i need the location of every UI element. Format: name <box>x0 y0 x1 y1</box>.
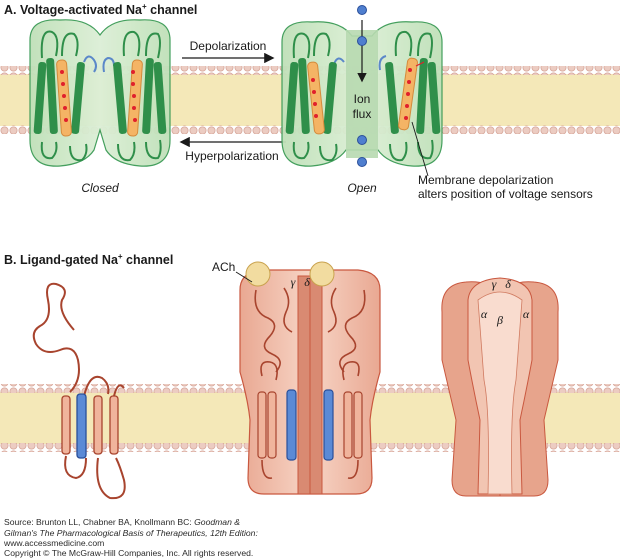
svg-text:Source: Brunton LL, Chabner BA: Source: Brunton LL, Chabner BA, Knollman… <box>4 517 240 527</box>
svg-text:A. Voltage-activated Na+ chann: A. Voltage-activated Na+ channel <box>4 2 197 17</box>
depolarization-label: Depolarization <box>190 39 267 53</box>
sodium-ion <box>357 5 367 15</box>
subunit-topology <box>32 282 126 500</box>
callout-line-1: Membrane depolarization <box>418 173 553 187</box>
svg-text:Gilman's The Pharmacological B: Gilman's The Pharmacological Basis of Th… <box>4 528 258 538</box>
delta-label-pentamer: δ <box>505 277 511 291</box>
panel-a-title: A. Voltage-activated Na+ channel <box>4 2 197 17</box>
closed-channel <box>29 19 171 167</box>
source-citation: Source: Brunton LL, Chabner BA, Knollman… <box>3 517 258 558</box>
svg-text:www.accessmedicine.com: www.accessmedicine.com <box>3 538 104 548</box>
delta-label: δ <box>304 275 310 289</box>
receptor-cutaway <box>239 261 381 495</box>
ach-ligand <box>309 261 335 287</box>
gamma-label: γ <box>291 275 296 289</box>
ach-pointer <box>235 271 253 283</box>
svg-text:Copyright © The McGraw-Hill Co: Copyright © The McGraw-Hill Companies, I… <box>4 548 253 558</box>
open-label: Open <box>347 181 377 195</box>
sodium-ion <box>357 157 367 167</box>
svg-text:B. Ligand-gated Na+ channel: B. Ligand-gated Na+ channel <box>4 252 173 267</box>
closed-label: Closed <box>81 181 119 195</box>
ach-ligand <box>245 261 271 287</box>
alpha-label-left: α <box>481 307 488 321</box>
callout-line <box>411 121 429 177</box>
alpha-label-right: α <box>523 307 530 321</box>
sodium-ion <box>357 36 367 46</box>
hyperpolarization-label: Hyperpolarization <box>185 149 278 163</box>
ion-label: Ion <box>354 92 371 106</box>
sodium-ion <box>357 135 367 145</box>
callout-line-2: alters position of voltage sensors <box>418 187 593 201</box>
open-channel <box>281 21 443 167</box>
panel-b-title: B. Ligand-gated Na+ channel <box>4 252 173 267</box>
gamma-label-pentamer: γ <box>492 277 497 291</box>
receptor-pentamer <box>441 277 559 497</box>
ion-flux <box>357 5 367 167</box>
flux-label: flux <box>353 107 372 121</box>
ach-label: ACh <box>212 260 235 274</box>
beta-label: β <box>496 313 503 327</box>
